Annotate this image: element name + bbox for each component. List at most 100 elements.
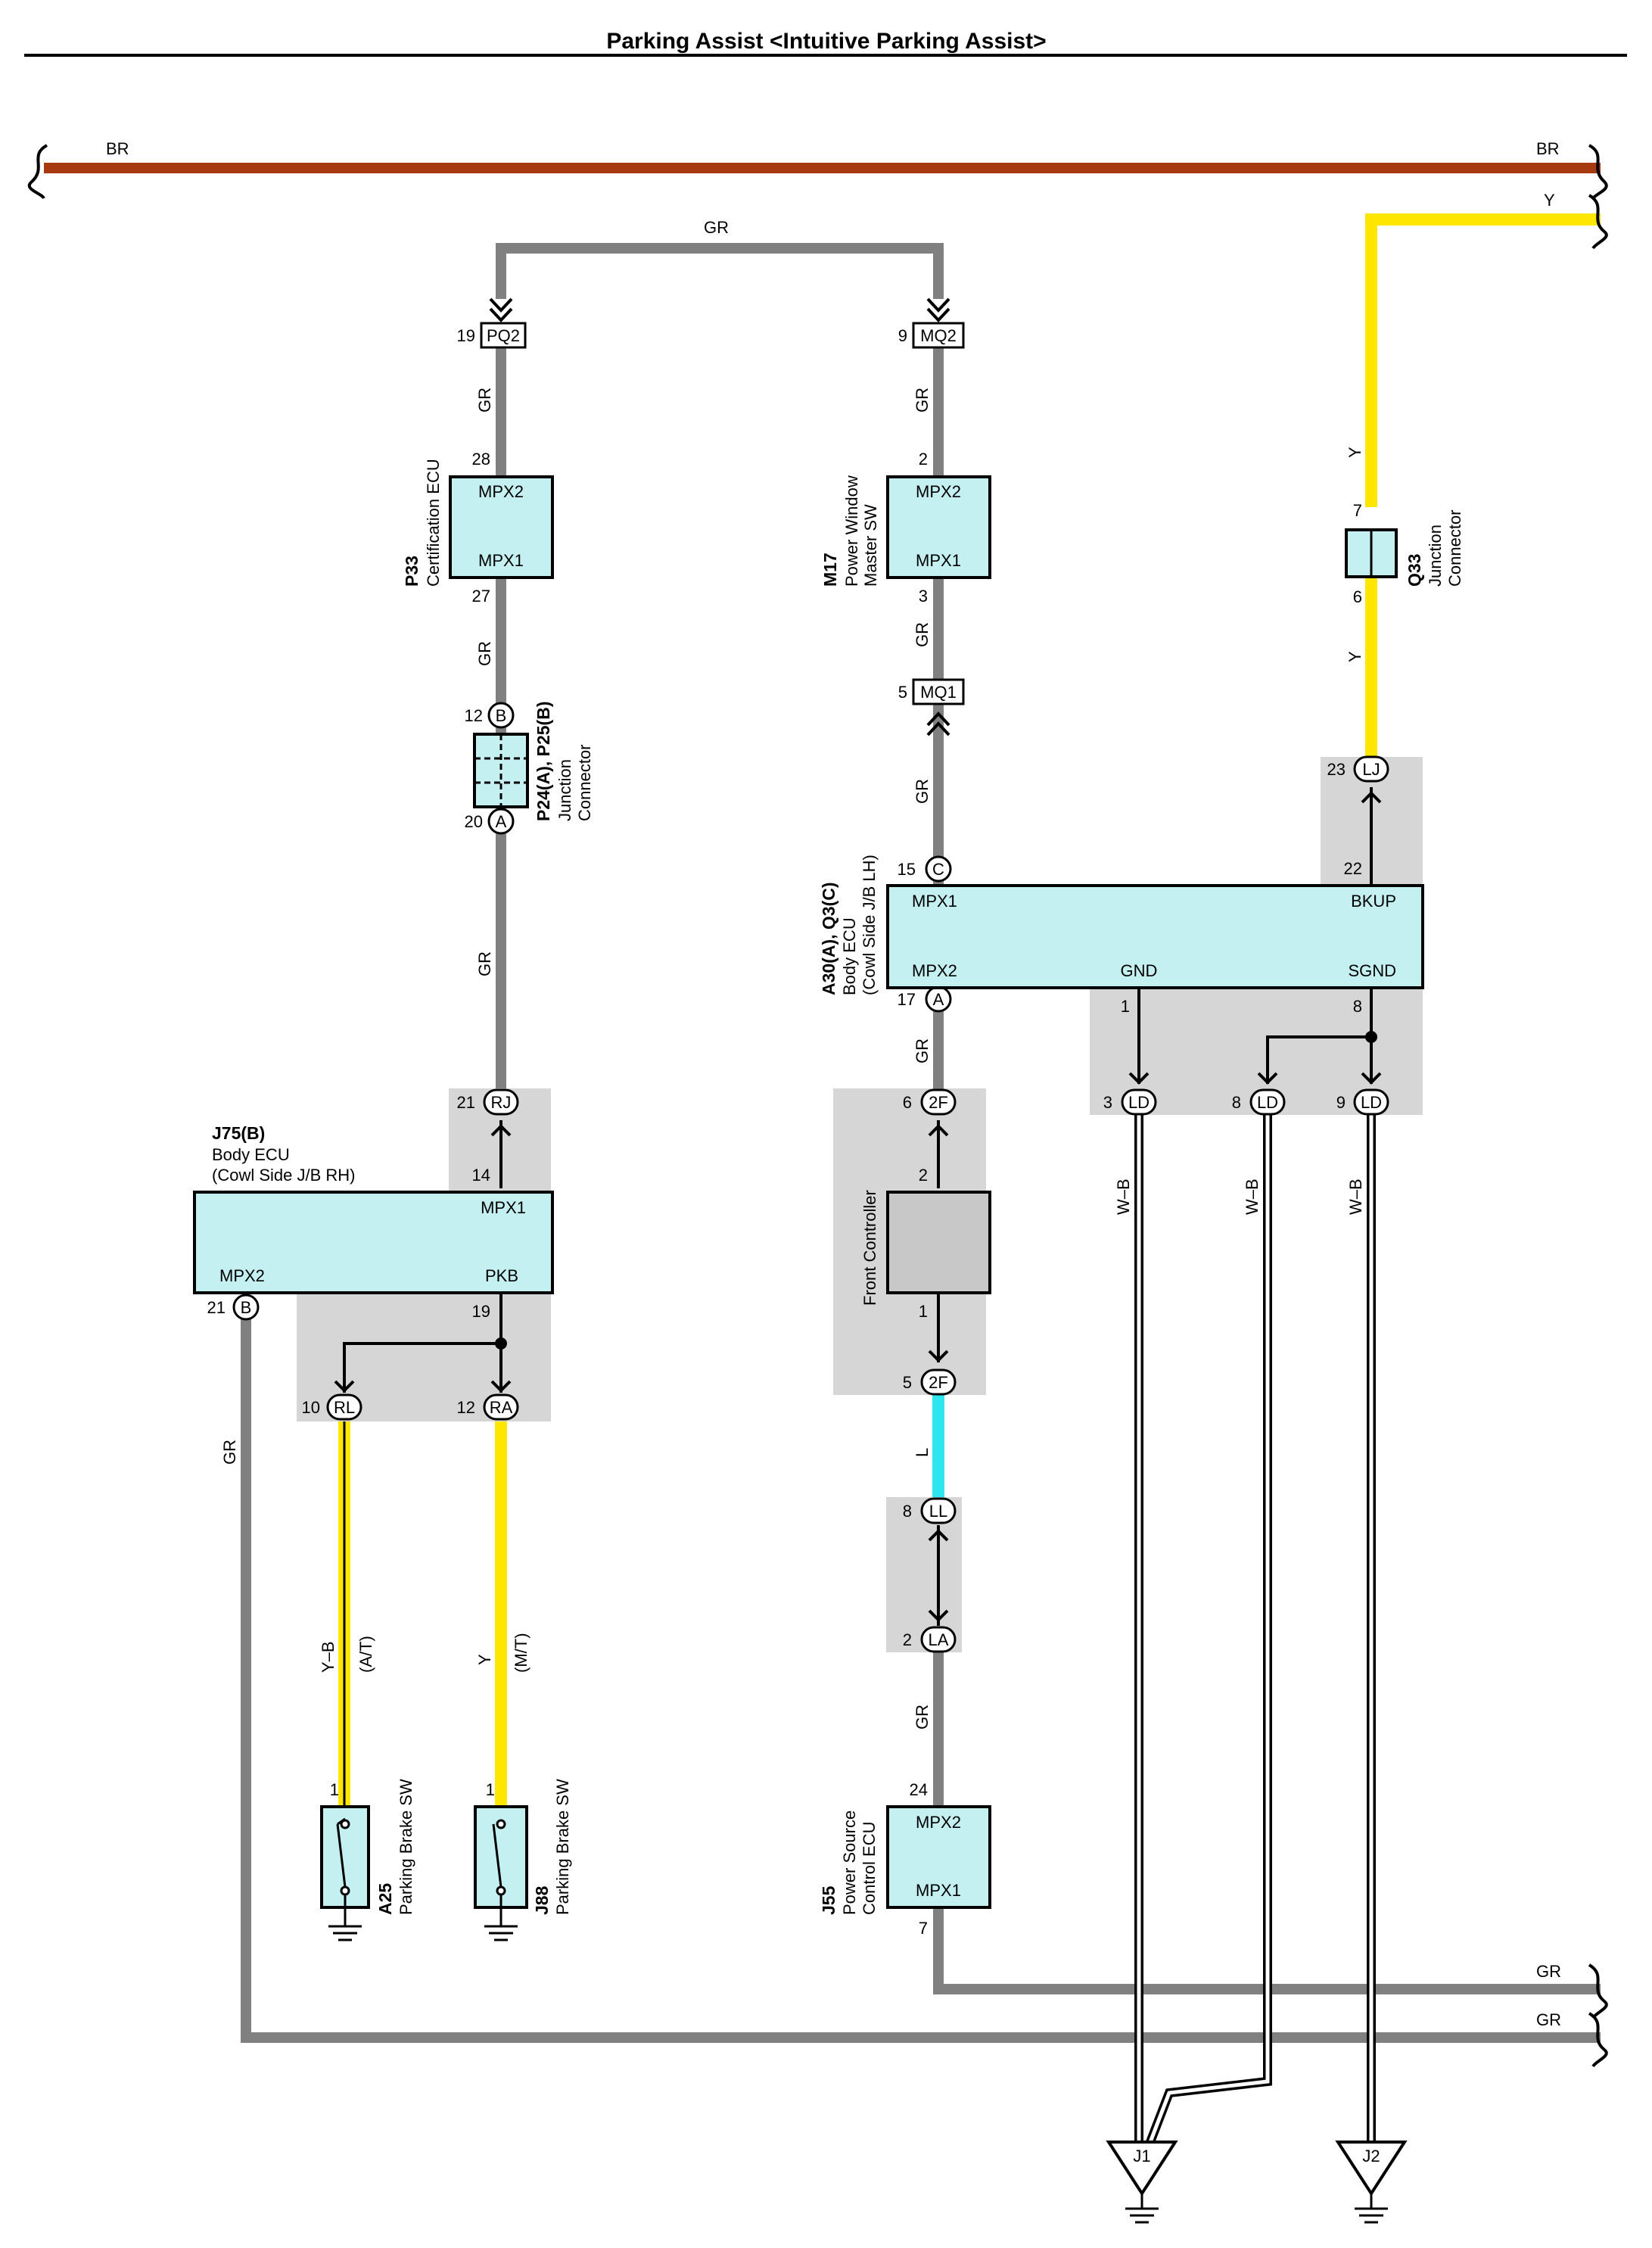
wire-gr-top-loop [496, 243, 944, 299]
svg-text:2: 2 [919, 1166, 928, 1185]
svg-text:27: 27 [472, 587, 490, 606]
svg-text:9: 9 [898, 326, 907, 345]
svg-text:3: 3 [919, 587, 928, 606]
svg-text:P33: P33 [402, 556, 422, 587]
component-j75: MPX1 MPX2 PKB 14 19 J75(B) Body ECU (Cow… [193, 1123, 554, 1321]
svg-text:MPX1: MPX1 [916, 551, 961, 570]
svg-text:PKB: PKB [485, 1266, 518, 1285]
connector-ll: LL 8 [903, 1497, 957, 1524]
svg-text:RJ: RJ [491, 1093, 512, 1112]
svg-text:RL: RL [334, 1398, 355, 1417]
svg-text:6: 6 [1353, 587, 1362, 606]
svg-text:2F: 2F [929, 1093, 948, 1112]
label-yb: Y–B [319, 1641, 338, 1673]
component-m17: MPX2 MPX1 2 3 M17 Power Window Master SW [820, 450, 991, 606]
svg-text:MPX1: MPX1 [481, 1198, 526, 1217]
break-marks [28, 144, 1608, 2068]
connector-2f-top: 2F 6 [903, 1088, 957, 1116]
connector-2f-bottom: 2F 5 [903, 1368, 957, 1396]
svg-text:7: 7 [1353, 501, 1362, 520]
svg-text:10: 10 [302, 1398, 320, 1417]
svg-text:15: 15 [898, 860, 916, 879]
svg-text:8: 8 [903, 1502, 912, 1521]
svg-text:A: A [933, 990, 944, 1009]
connector-mq1: MQ1 5 [898, 678, 965, 705]
wire-y-top [1365, 213, 1601, 507]
svg-text:LD: LD [1361, 1093, 1382, 1112]
connector-pq2: PQ2 19 [457, 322, 527, 349]
component-front-controller: 2 1 Front Controller [860, 1166, 991, 1321]
svg-text:LJ: LJ [1362, 760, 1380, 779]
svg-text:12: 12 [457, 1398, 475, 1417]
svg-text:2: 2 [903, 1630, 912, 1649]
connector-rl: RL 10 [302, 1393, 362, 1421]
svg-text:J2: J2 [1362, 2147, 1380, 2165]
svg-text:J55: J55 [819, 1885, 838, 1915]
label-gr-m17: GR [913, 622, 932, 647]
svg-text:(Cowl Side J/B RH): (Cowl Side J/B RH) [212, 1166, 355, 1185]
svg-text:A30(A), Q3(C): A30(A), Q3(C) [819, 882, 838, 995]
label-mt: (M/T) [512, 1633, 530, 1673]
svg-text:3: 3 [1103, 1093, 1112, 1112]
wire-gr-bottom-1 [933, 1907, 1601, 1994]
label-y-mt: Y [475, 1654, 494, 1665]
wire-wb-group [1134, 1113, 1376, 2144]
component-q33: 7 6 Q33 Junction Connector [1345, 501, 1464, 606]
line-pkb-rl [343, 1291, 502, 1393]
connector-a30-a: A 17 [898, 985, 952, 1013]
svg-text:Junction: Junction [1426, 525, 1445, 587]
svg-text:Body ECU: Body ECU [212, 1145, 290, 1164]
svg-text:MQ1: MQ1 [920, 683, 957, 702]
label-wb-1: W–B [1114, 1178, 1133, 1215]
svg-text:LL: LL [929, 1502, 947, 1521]
splice-pkb [495, 1337, 507, 1350]
connector-ld-2: LD 8 [1232, 1088, 1286, 1116]
label-wb-3: W–B [1346, 1178, 1365, 1215]
label-br-left: BR [106, 139, 129, 158]
component-p24: P24(A), P25(B) Junction Connector [473, 702, 594, 821]
connector-ra: RA 12 [457, 1393, 519, 1421]
connector-ld-1: LD 3 [1103, 1088, 1157, 1116]
svg-text:23: 23 [1327, 760, 1346, 779]
component-j55: MPX2 MPX1 24 7 J55 Power Source Control … [819, 1780, 991, 1938]
label-gr-bottom-1: GR [1536, 1962, 1561, 1981]
label-br-right: BR [1536, 139, 1560, 158]
arrows [334, 297, 1382, 1622]
label-gr-bottom-2: GR [1536, 2010, 1561, 2029]
connector-ld-3: LD 9 [1336, 1088, 1389, 1116]
svg-text:RA: RA [490, 1398, 513, 1417]
connector-lj: LJ 23 [1327, 755, 1389, 783]
label-at: (A/T) [356, 1636, 375, 1673]
connector-p24-b: B 12 [465, 702, 515, 729]
connector-la: LA 2 [903, 1626, 957, 1653]
svg-text:J88: J88 [532, 1885, 552, 1915]
label-y-q33-top: Y [1346, 447, 1364, 458]
svg-text:M17: M17 [820, 553, 840, 587]
label-gr-pq2: GR [475, 388, 494, 413]
svg-text:Power Source: Power Source [840, 1811, 859, 1915]
connector-p24-a: A 20 [465, 808, 515, 835]
label-gr-a30: GR [913, 1038, 932, 1063]
svg-text:22: 22 [1344, 859, 1362, 878]
label-wb-2: W–B [1243, 1178, 1262, 1215]
component-p33: MPX2 MPX1 28 27 P33 Certification ECU [402, 450, 554, 606]
svg-text:Front Controller: Front Controller [860, 1190, 879, 1306]
svg-text:19: 19 [472, 1302, 490, 1321]
shade-ll-la [886, 1497, 962, 1652]
svg-text:J75(B): J75(B) [212, 1123, 265, 1143]
svg-text:5: 5 [903, 1373, 912, 1392]
component-a30: MPX1 MPX2 BKUP GND SGND 22 1 8 A30(A), Q… [819, 855, 1424, 1016]
svg-text:Master SW: Master SW [861, 504, 880, 587]
ground-icon-a25 [328, 1925, 362, 1941]
svg-text:Certification ECU: Certification ECU [424, 459, 443, 587]
ground-j1: J1 [1106, 2141, 1178, 2224]
svg-text:7: 7 [919, 1919, 928, 1938]
label-gr-p24: GR [475, 951, 494, 976]
svg-text:MPX2: MPX2 [916, 482, 961, 501]
svg-text:LD: LD [1257, 1093, 1278, 1112]
splice-sgnd [1365, 1031, 1377, 1043]
label-gr-mq2: GR [913, 388, 932, 413]
svg-text:B: B [241, 1298, 252, 1317]
svg-text:MPX1: MPX1 [916, 1881, 961, 1900]
svg-text:Parking Brake SW: Parking Brake SW [553, 1779, 572, 1915]
